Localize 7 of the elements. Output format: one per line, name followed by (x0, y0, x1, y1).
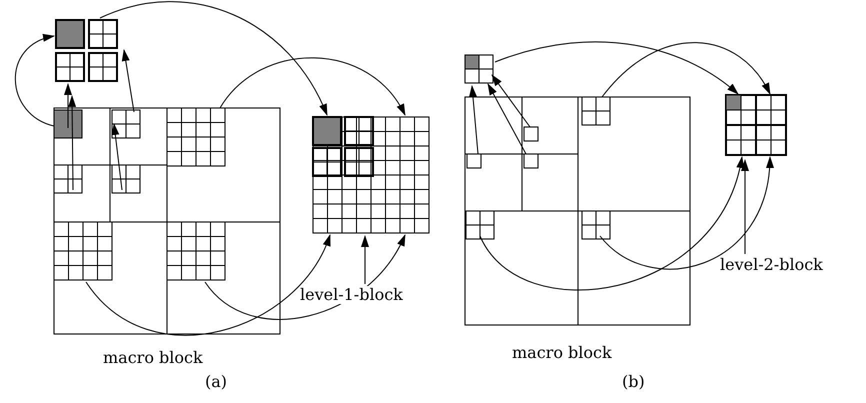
panel-label: (a) (205, 373, 228, 391)
caption: macro block (512, 344, 612, 362)
panel-label: (b) (622, 373, 645, 391)
block-label: level-1-block (300, 286, 403, 304)
leader-line (741, 159, 749, 254)
caption: macro block (103, 349, 203, 367)
leader-line (361, 235, 369, 284)
